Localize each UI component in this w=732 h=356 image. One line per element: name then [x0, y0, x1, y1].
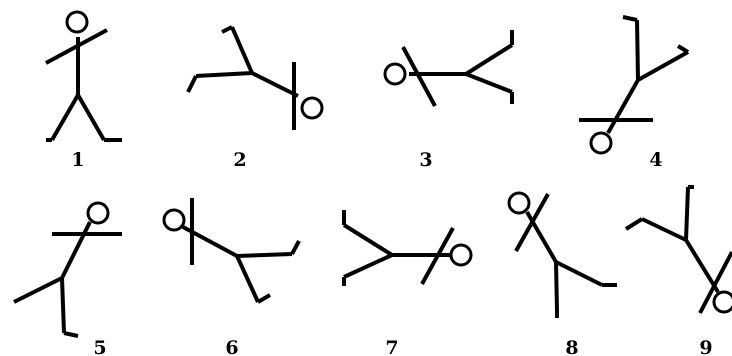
figure-number-label: 1 [71, 149, 84, 171]
figure-body [188, 27, 298, 130]
stick-figure-9: 9 [626, 187, 732, 356]
figure-number-label: 4 [649, 149, 662, 171]
figure-number-label: 8 [565, 337, 578, 356]
stick-figure-1: 1 [46, 12, 122, 171]
stick-figure-8: 8 [509, 193, 617, 356]
stick-figure-6: 6 [164, 198, 299, 356]
figure-head [451, 245, 471, 265]
figure-head [88, 203, 108, 223]
stick-figure-3: 3 [385, 30, 512, 171]
figure-body [344, 210, 453, 286]
figure-number-label: 6 [225, 337, 238, 356]
figure-head [164, 210, 184, 230]
figure-body [183, 198, 299, 302]
figure-body [14, 222, 122, 336]
stick-figure-2: 2 [188, 27, 322, 171]
figure-body [46, 30, 122, 140]
stick-figure-5: 5 [14, 203, 122, 356]
figure-head [509, 193, 529, 213]
figure-head [385, 64, 405, 84]
figure-number-label: 7 [385, 337, 398, 356]
figure-body [579, 17, 688, 133]
figure-head [67, 12, 87, 32]
stick-figure-4: 4 [579, 17, 688, 171]
figure-body [516, 194, 617, 318]
figure-number-label: 3 [419, 149, 432, 171]
figure-body [403, 30, 512, 106]
stick-figure-7: 7 [344, 210, 471, 356]
figure-head [591, 133, 611, 153]
figure-head [714, 292, 732, 312]
figure-number-label: 2 [233, 149, 246, 171]
figure-number-label: 5 [93, 337, 106, 356]
figure-head [302, 98, 322, 118]
figure-number-label: 9 [699, 337, 712, 356]
